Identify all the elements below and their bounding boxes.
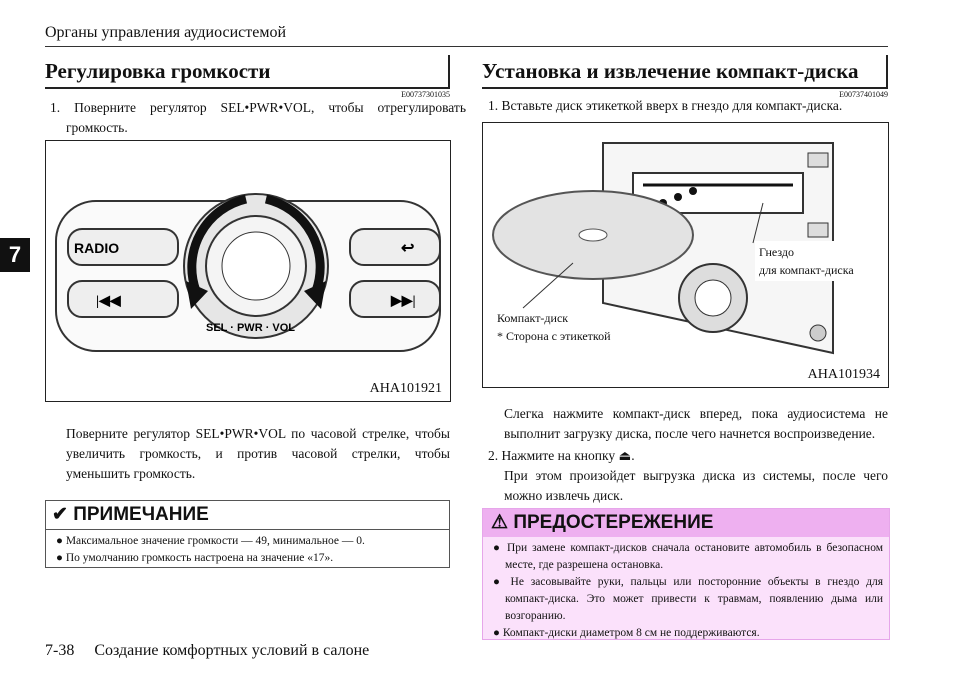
svg-text:↩: ↩	[401, 240, 414, 257]
audio-panel-illustration: RADIO |◀◀ ↩ ▶▶| SEL · PWR · VOL	[55, 193, 441, 352]
warning-triangle-icon: ⚠	[491, 512, 514, 533]
step-1: 1. Поверните регулятор SEL•PWR•VOL, чтоб…	[50, 100, 466, 135]
cd-step-1: 1. Вставьте диск этикеткой вверх в гнезд…	[488, 98, 843, 113]
warning-item: ● Компакт-диски диаметром 8 см не поддер…	[493, 627, 760, 639]
book-icon: ✔	[52, 504, 74, 525]
warning-item: ● Не засовывайте руки, пальцы или постор…	[493, 576, 884, 622]
cd-load-instructions: Слегка нажмите компакт-диск вперед, пока…	[504, 406, 888, 441]
disc-callout: Компакт-диск* Сторона с этикеткой	[497, 311, 611, 343]
section-title-cd: Установка и извлечение компакт-диска	[482, 55, 888, 89]
volume-instructions: Поверните регулятор SEL•PWR•VOL по часов…	[66, 426, 450, 481]
svg-text:RADIO: RADIO	[74, 240, 119, 256]
note-title: ✔ ПРИМЕЧАНИЕ	[46, 501, 449, 530]
back-button	[349, 228, 441, 266]
page-footer: 7-38 Создание комфортных условий в салон…	[45, 642, 370, 659]
note-item: ● По умолчанию громкость настроена на зн…	[56, 552, 334, 564]
warning-title: ⚠ ПРЕДОСТЕРЕЖЕНИЕ	[483, 509, 889, 537]
figure-id: AHA101934	[807, 367, 880, 382]
section-code: E00737401049	[839, 90, 888, 99]
warning-item: ● При замене компакт-дисков сначала оста…	[493, 542, 883, 571]
note-item: ● Максимальное значение громкости — 49, …	[56, 535, 365, 547]
svg-text:|◀◀: |◀◀	[96, 294, 121, 309]
header-rule	[45, 46, 888, 47]
cd-step-2: 2. Нажмите на кнопку ⏏.	[488, 448, 635, 463]
section-code: E00737301035	[401, 90, 450, 99]
running-header: Органы управления аудиосистемой	[45, 24, 287, 41]
cd-unit-illustration	[492, 142, 834, 355]
prev-track-button	[67, 280, 179, 318]
warning-box: ⚠ ПРЕДОСТЕРЕЖЕНИЕ ● При замене компакт-д…	[482, 508, 890, 640]
next-track-button	[349, 280, 441, 318]
figure-id: AHA101921	[369, 381, 442, 396]
svg-text:SEL · PWR · VOL: SEL · PWR · VOL	[206, 322, 295, 334]
cd-eject-instructions: При этом произойдет выгрузка диска из си…	[504, 468, 888, 503]
svg-text:▶▶|: ▶▶|	[390, 294, 416, 309]
chapter-tab: 7	[0, 238, 30, 272]
eject-icon: ⏏	[618, 448, 632, 463]
figure-volume-knob: RADIO |◀◀ ↩ ▶▶| SEL · PWR · VOL AHA10192…	[45, 140, 451, 402]
section-title-volume: Регулировка громкости	[45, 55, 450, 89]
note-box: ✔ ПРИМЕЧАНИЕ ● Максимальное значение гро…	[45, 500, 450, 568]
radio-button	[67, 228, 179, 266]
